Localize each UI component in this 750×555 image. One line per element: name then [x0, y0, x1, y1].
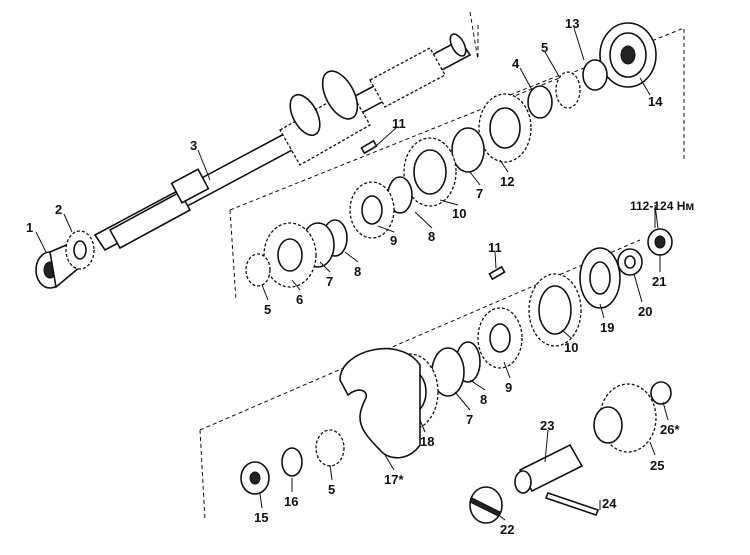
label-20: 20 — [638, 304, 652, 319]
label-12: 12 — [500, 174, 514, 189]
label-6: 6 — [296, 292, 303, 307]
label-10-upper: 10 — [452, 206, 466, 221]
label-23: 23 — [540, 418, 554, 433]
label-8-upper: 8 — [428, 229, 435, 244]
sync-sleeve-10-lower — [528, 273, 582, 347]
label-9-upper: 9 — [390, 233, 397, 248]
label-5-upper: 5 — [541, 40, 548, 55]
bushing-4 — [527, 85, 553, 119]
bearing-2 — [65, 230, 95, 270]
label-18: 18 — [420, 434, 434, 449]
label-1: 1 — [26, 220, 33, 235]
label-7-mid: 7 — [326, 274, 333, 289]
label-5-mid: 5 — [264, 302, 271, 317]
label-21: 21 — [652, 274, 666, 289]
label-4: 4 — [512, 56, 520, 71]
bearing-5-mid — [245, 253, 271, 287]
bearing-14 — [599, 22, 657, 88]
key-11-lower — [488, 265, 506, 281]
label-22: 22 — [500, 522, 514, 537]
label-2: 2 — [55, 202, 62, 217]
assembly-guide-lines — [199, 11, 685, 521]
bearing-5-lower — [315, 429, 345, 467]
torque-spec-label: 112-124 Нм — [630, 199, 694, 213]
label-24: 24 — [602, 496, 617, 511]
label-3: 3 — [190, 138, 197, 153]
washer-26 — [650, 381, 672, 405]
label-19: 19 — [600, 320, 614, 335]
label-11-lower: 11 — [488, 240, 502, 255]
label-16: 16 — [284, 494, 298, 509]
washer-20 — [617, 248, 643, 276]
label-17: 17* — [384, 472, 404, 487]
label-15: 15 — [254, 510, 268, 525]
label-13: 13 — [565, 16, 579, 31]
main-shaft — [93, 25, 479, 252]
label-5-lower: 5 — [328, 482, 335, 497]
spacer-16 — [281, 447, 303, 477]
bracket-22 — [469, 486, 503, 524]
label-8-mid: 8 — [354, 264, 361, 279]
label-9-lower: 9 — [505, 380, 512, 395]
bearing-5-upper — [555, 71, 581, 109]
label-25: 25 — [650, 458, 664, 473]
ring-7-upper — [451, 127, 485, 173]
sync-sleeve-10-upper — [403, 137, 457, 207]
label-14: 14 — [648, 94, 663, 109]
label-7-lower: 7 — [466, 412, 473, 427]
hub-9-upper — [349, 181, 395, 239]
label-7-upper: 7 — [476, 186, 483, 201]
gear-6 — [263, 222, 317, 288]
hub-9-lower — [477, 307, 523, 369]
part-number-labels: 1 2 3 4 5 13 14 11 12 7 10 8 9 8 7 6 5 1… — [26, 16, 680, 537]
nut-21 — [647, 228, 673, 256]
label-11-upper: 11 — [392, 116, 406, 131]
shaft-23 — [514, 443, 584, 494]
gear-19 — [579, 247, 621, 309]
pin-24 — [544, 491, 600, 517]
label-8-lower: 8 — [480, 392, 487, 407]
label-10-lower: 10 — [564, 340, 578, 355]
key-11-upper — [360, 139, 378, 155]
leader-lines — [35, 27, 669, 521]
gear-12 — [478, 93, 532, 163]
shield-17 — [339, 347, 421, 459]
ring-13 — [582, 59, 608, 91]
race-15 — [240, 461, 270, 495]
label-26: 26* — [660, 422, 680, 437]
reverse-gear-25 — [593, 383, 657, 453]
